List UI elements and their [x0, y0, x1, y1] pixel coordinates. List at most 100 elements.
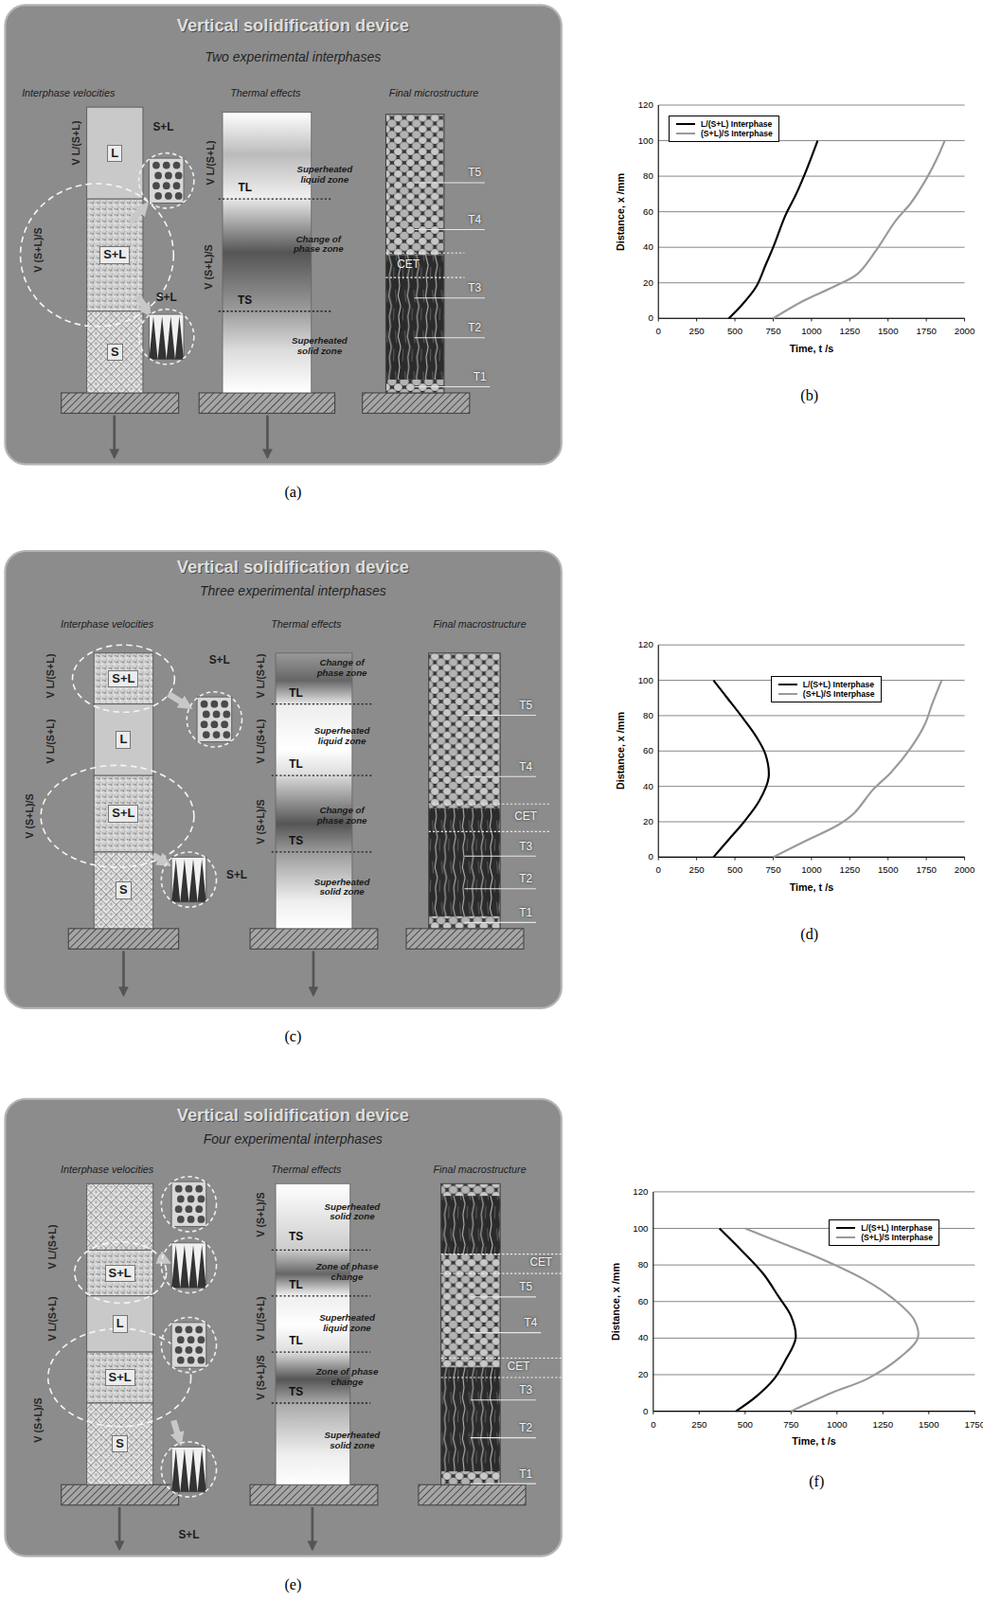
grid-line [658, 318, 965, 320]
phase-label: S [115, 881, 132, 899]
phase-box: L [87, 1296, 154, 1353]
columnar-inset [139, 309, 195, 365]
zone-marker: CET [396, 259, 420, 272]
tick-label: 80 [643, 171, 654, 182]
y-axis [652, 1192, 654, 1412]
transition-line [441, 1273, 562, 1275]
zone-marker: T4 [467, 214, 482, 227]
tick-label: 250 [689, 326, 705, 338]
tick-label: 2000 [954, 326, 976, 338]
zone-label: Zone of phase change [310, 1262, 385, 1283]
pull-arrow [118, 1507, 122, 1550]
zone-marker: T1 [473, 371, 487, 384]
isotherm-line [271, 1250, 372, 1252]
tick-label: 1500 [877, 326, 899, 338]
support-base [418, 1484, 526, 1506]
legend-entry: (S+L)/S Interphase [675, 128, 773, 139]
velocity-label: V L/(S+L) [71, 120, 83, 165]
grid-line [653, 1338, 976, 1340]
phase-box: S+L [93, 775, 154, 853]
tick-label: 1000 [801, 326, 823, 338]
tick-label: 40 [643, 781, 654, 792]
zone-label: Change of phase zone [282, 234, 357, 255]
temperature-label: TS [288, 1232, 304, 1245]
velocity-label: V L/(S+L) [47, 1225, 59, 1270]
zone-marker: CET [514, 811, 537, 824]
tick-label: 1250 [840, 326, 861, 338]
zone-marker: T5 [518, 699, 533, 713]
column-heading: Thermal effects [270, 619, 341, 631]
equiaxed-inset [160, 1317, 216, 1373]
tick-label: 80 [643, 711, 654, 722]
axis-title: Distance, x /mm [615, 173, 627, 251]
panel-background [4, 4, 561, 465]
tick-label: 20 [638, 1370, 649, 1381]
zoom-arrow [138, 296, 149, 313]
equiaxed-inset [160, 1177, 216, 1233]
zone-marker: T3 [518, 1385, 533, 1398]
sample-zone [87, 1403, 154, 1485]
grid-line [658, 714, 965, 716]
data-curve [713, 680, 769, 858]
leader-line [414, 386, 491, 388]
tick-label: 750 [765, 865, 781, 876]
tick-label: 500 [727, 326, 743, 338]
isotherm-line [271, 1295, 372, 1297]
axis-title: Time, t /s [789, 343, 834, 356]
zone-marker: T3 [467, 283, 482, 296]
transition-line [385, 252, 465, 254]
temperature-label: TL [288, 1336, 303, 1349]
pull-arrow [310, 1507, 314, 1550]
velocity-label: V (S+L)/S [33, 1398, 45, 1445]
leader-line [470, 1437, 537, 1439]
tick-label: 0 [643, 1406, 648, 1417]
tick-label: 120 [632, 1187, 648, 1198]
inset-label: S+L [156, 291, 178, 304]
leader-line [414, 297, 485, 299]
column-heading: Final microstructure [389, 88, 480, 100]
zone-highlight [72, 644, 176, 713]
pull-arrow [122, 951, 126, 996]
velocity-label: V (S+L)/S [255, 799, 268, 845]
line-chart [653, 1192, 976, 1415]
zone-marker: T2 [518, 1423, 533, 1436]
zone-marker: T4 [524, 1317, 538, 1330]
tick-label: 0 [656, 865, 662, 876]
tick-label: 100 [638, 135, 654, 146]
isotherm-line [271, 774, 374, 776]
panel-subtitle: Three experimental interphases [199, 584, 387, 599]
tick-label: 100 [638, 675, 654, 686]
sample-zone [87, 1250, 154, 1297]
tick-label: 40 [638, 1333, 649, 1344]
velocity-label: V L/(S+L) [45, 653, 57, 698]
column-heading: Interphase velocities [21, 88, 115, 100]
phase-label: L [107, 144, 123, 162]
tick-label: 750 [765, 326, 781, 338]
velocity-label: V L/(S+L) [255, 718, 268, 764]
columnar-inset [160, 1442, 216, 1498]
velocity-label: V (S+L)/S [255, 1355, 268, 1401]
x-axis [653, 1411, 976, 1412]
axis-title: Time, t /s [789, 882, 834, 894]
phase-label: S+L [107, 804, 139, 823]
legend-line-sample [777, 680, 799, 689]
sample-zone [87, 311, 143, 394]
macrostructure-outline [441, 1183, 501, 1485]
velocity-label: V (S+L)/S [33, 227, 45, 273]
macrostructure-zone [441, 1196, 501, 1254]
panel-title: Vertical solidification device [177, 1106, 410, 1126]
panel-illustration [4, 4, 561, 465]
grid-line [653, 1374, 976, 1376]
grid-line [653, 1191, 976, 1193]
tick-label: 0 [647, 852, 653, 863]
column-heading: Final macrostructure [433, 619, 527, 631]
data-curve [772, 680, 942, 858]
tick-label: 1000 [801, 865, 823, 876]
transition-line [441, 1376, 562, 1378]
grid-line [658, 211, 965, 213]
grid-line [658, 857, 965, 858]
legend-text: L/(S+L) Interphase [860, 1223, 932, 1234]
subfigure-letter: (a) [284, 483, 302, 501]
temperature-label: TS [237, 294, 252, 307]
support-base [198, 393, 335, 414]
